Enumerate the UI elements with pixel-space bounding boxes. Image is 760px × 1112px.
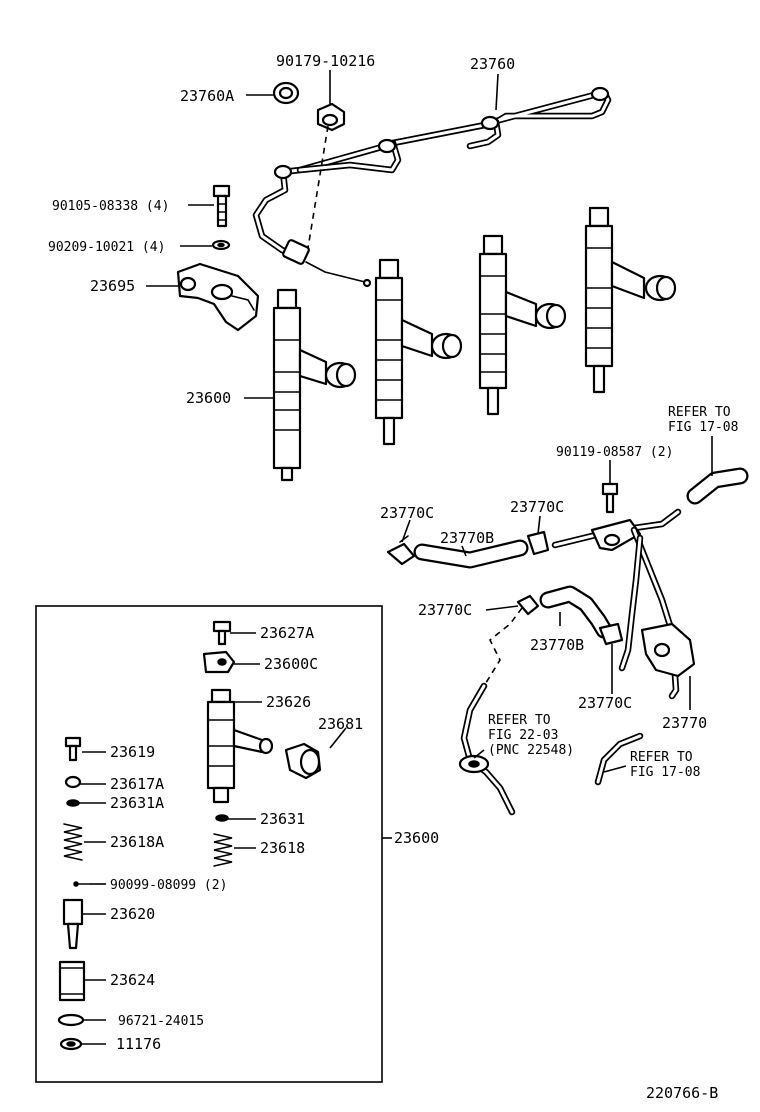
overflow-pipe: [618, 526, 696, 700]
nozzle-holder-3: [478, 234, 567, 416]
label-23631: 23631: [260, 810, 305, 828]
label-refer-2203-3: (PNC 22548): [488, 743, 574, 758]
label-refer-1708-bot-2: FIG 17-08: [630, 765, 700, 780]
hose-left: [413, 539, 529, 569]
label-clip-b: 23770C: [510, 498, 564, 516]
label-bolt: 90105-08338 (4): [52, 199, 169, 214]
label-refer-2203-1: REFER TO: [488, 713, 551, 728]
label-washer: 90209-10021 (4): [48, 240, 165, 255]
label-clamp: 23695: [90, 277, 135, 295]
clip-mid-part: [526, 530, 550, 556]
nozzle-holder-1: [272, 288, 357, 482]
label-refer-2203-2: FIG 22-03: [488, 728, 558, 743]
label-nozzle: 23600: [186, 389, 231, 407]
clamp-bolt-part: [316, 102, 346, 132]
labels: 90179-10216 23760A 23760 90105-08338 (4)…: [48, 52, 738, 1102]
nozzle-holder-2: [374, 258, 463, 446]
washer-part: [211, 239, 231, 251]
nozzle-holder-4: [584, 206, 677, 394]
hose-lower: [539, 585, 613, 639]
detail-parts: [57, 620, 322, 1051]
label-union-bolt: 90119-08587 (2): [556, 445, 673, 460]
dashed-guide-clamp: [307, 125, 329, 249]
label-23618: 23618: [260, 839, 305, 857]
label-23681: 23681: [318, 715, 363, 733]
label-23627A: 23627A: [260, 624, 314, 642]
label-detail-assembly: 23600: [394, 829, 439, 847]
label-clamp-bolt: 90179-10216: [276, 52, 375, 70]
label-refer-1708-top-2: FIG 17-08: [668, 420, 738, 435]
clip-right-part: [598, 622, 624, 646]
refer-hose-bottom: [594, 732, 644, 786]
clip-lower-part: [516, 594, 540, 616]
nozzle-clamp-part: [176, 262, 260, 332]
seal-ring-part: [272, 81, 300, 105]
label-clip-d: 23770C: [578, 694, 632, 712]
clip-left-part: [386, 535, 416, 566]
label-23626: 23626: [266, 693, 311, 711]
label-gasket: 96721-24015: [118, 1014, 204, 1029]
leader-lines: [79, 70, 713, 1045]
label-clip-c: 23770C: [418, 601, 472, 619]
injection-pipe: [252, 86, 612, 288]
label-11176: 11176: [116, 1035, 161, 1053]
label-23617A: 23617A: [110, 775, 164, 793]
label-23631A: 23631A: [110, 794, 164, 812]
bolt-part: [212, 184, 231, 228]
label-pin: 90099-08099 (2): [110, 878, 227, 893]
leak-pipe-left: [458, 682, 516, 816]
label-23624: 23624: [110, 971, 155, 989]
label-23620: 23620: [110, 905, 155, 923]
overflow-union: [551, 508, 682, 552]
refer-hose-top: [686, 467, 749, 505]
label-clip-a: 23770C: [380, 504, 434, 522]
label-23600C: 23600C: [264, 655, 318, 673]
label-refer-1708-top-1: REFER TO: [668, 405, 731, 420]
union-bolt-part: [601, 482, 619, 514]
label-pipe: 23760: [470, 55, 515, 73]
label-seal: 23760A: [180, 87, 234, 105]
label-23618A: 23618A: [110, 833, 164, 851]
figure-code: 220766-B: [646, 1084, 718, 1102]
label-23619: 23619: [110, 743, 155, 761]
label-refer-1708-bot-1: REFER TO: [630, 750, 693, 765]
label-hose-b: 23770B: [530, 636, 584, 654]
detail-box: [35, 605, 383, 1083]
label-hose-a: 23770B: [440, 529, 494, 547]
label-overflow-pipe: 23770: [662, 714, 707, 732]
dashed-guide-hose: [483, 607, 523, 687]
